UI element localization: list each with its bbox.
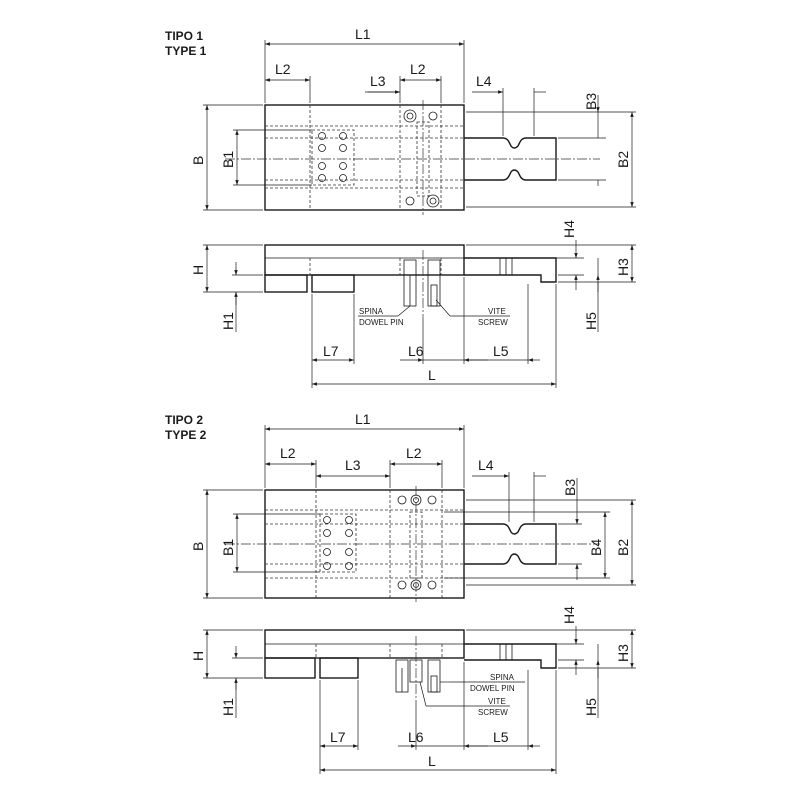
type1-dim-l: L: [428, 367, 436, 383]
type1-callouts: SPINA DOWEL PIN VITE SCREW: [358, 299, 510, 327]
type2-dim-b2: B2: [615, 539, 631, 556]
type2-dim-b: B: [190, 542, 206, 551]
type2-drawing: TIPO 2 TYPE 2: [165, 411, 636, 774]
type2-top-view: [225, 486, 600, 602]
type1-title-it: TIPO 1: [165, 29, 203, 43]
type1-dim-h5: H5: [583, 312, 599, 330]
type1-side-view: [264, 244, 557, 318]
type1-dim-l1: L1: [355, 26, 371, 42]
type1-vite: VITE: [488, 307, 506, 316]
type1-dowel: DOWEL PIN: [359, 318, 404, 327]
type1-dim-h4: H4: [561, 220, 577, 238]
type2-dim-l3: L3: [345, 457, 361, 473]
type1-dim-l7: L7: [323, 343, 339, 359]
type1-spina: SPINA: [359, 307, 384, 316]
type2-dim-b3: B3: [562, 479, 578, 496]
type1-dim-b2: B2: [615, 151, 631, 168]
type1-dim-l2b: L2: [410, 61, 426, 77]
type1-dim-b1: B1: [220, 151, 236, 168]
type1-dim-b: B: [190, 156, 206, 165]
type2-screw: SCREW: [478, 708, 508, 717]
type2-dim-b1: B1: [220, 539, 236, 556]
type1-dim-l3: L3: [370, 73, 386, 89]
type2-dim-h4: H4: [561, 606, 577, 624]
type1-title-en: TYPE 1: [165, 44, 207, 58]
type2-dowel: DOWEL PIN: [470, 684, 515, 693]
type2-dim-h3: H3: [615, 644, 631, 662]
type1-top-dimensions: L1 L2 L2 L3 L4 B B1: [190, 26, 636, 211]
type1-screw: SCREW: [478, 318, 508, 327]
type1-dim-h: H: [190, 265, 206, 275]
type1-dim-h1: H1: [220, 312, 236, 330]
type2-title-it: TIPO 2: [165, 413, 203, 427]
type2-callouts: SPINA DOWEL PIN VITE SCREW: [419, 673, 525, 717]
type2-dim-l4: L4: [478, 457, 494, 473]
type1-dim-l6: L6: [408, 343, 424, 359]
type2-dim-l2b: L2: [406, 445, 422, 461]
type2-side-dimensions: H H1 H4 H3 H5 L7: [190, 606, 636, 774]
type2-vite: VITE: [488, 697, 506, 706]
type2-dim-h1: H1: [220, 698, 236, 716]
type2-spina: SPINA: [490, 673, 515, 682]
type1-side-dimensions: H H1 H4 H3 H5 L7: [190, 220, 636, 388]
type2-title-en: TYPE 2: [165, 428, 207, 442]
type1-drawing: TIPO 1 TYPE 1: [165, 26, 636, 388]
type2-dim-b4: B4: [588, 539, 604, 556]
type2-dim-h5: H5: [583, 698, 599, 716]
type2-dim-l5: L5: [493, 729, 509, 745]
type1-dim-b3: B3: [583, 93, 599, 110]
type1-dim-h3: H3: [615, 258, 631, 276]
type2-dim-l: L: [428, 753, 436, 769]
type2-dim-l6: L6: [408, 729, 424, 745]
type2-dim-h: H: [190, 651, 206, 661]
type1-top-view: [225, 100, 600, 215]
type2-side-view: [264, 629, 557, 700]
type2-dim-l2a: L2: [280, 445, 296, 461]
type1-dim-l4: L4: [476, 73, 492, 89]
type2-top-dimensions: L1 L2 L2 L3 L4 B B1: [190, 411, 636, 599]
type1-dim-l5: L5: [493, 343, 509, 359]
type2-dim-l7: L7: [330, 729, 346, 745]
type1-dim-l2a: L2: [275, 61, 291, 77]
type2-dim-l1: L1: [355, 411, 371, 427]
